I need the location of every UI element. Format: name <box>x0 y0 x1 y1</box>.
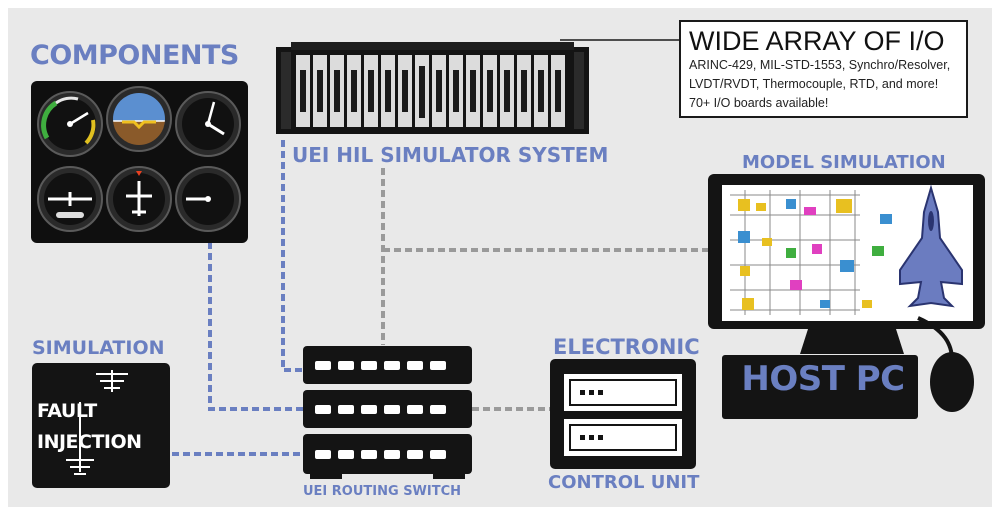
keyboard-icon <box>722 355 918 419</box>
fighter-jet-icon <box>899 184 963 308</box>
mouse-icon <box>930 352 974 412</box>
fault-injection-box <box>32 363 170 488</box>
fault-label-line: FAULT <box>37 400 97 422</box>
control-unit-title: CONTROL UNIT <box>548 472 700 493</box>
io-callout-line: 70+ I/O boards available! <box>689 96 829 110</box>
routing-switch-icon <box>303 346 472 479</box>
attitude-indicator-icon <box>106 86 172 152</box>
io-callout-line: LVDT/RVDT, Thermocouple, RTD, and more! <box>689 77 939 91</box>
hil-simulator-title: UEI HIL SIMULATOR SYSTEM <box>292 143 609 167</box>
io-connectors <box>300 66 561 118</box>
host-pc-title: HOST PC <box>741 359 905 399</box>
heading-indicator-icon <box>106 166 172 232</box>
hil-chassis-icon <box>276 42 589 134</box>
instrument-panel <box>31 81 248 243</box>
altimeter-icon <box>175 91 241 157</box>
electronic-title: ELECTRONIC <box>553 335 700 359</box>
io-callout-box: WIDE ARRAY OF I/O ARINC-429, MIL-STD-155… <box>679 20 968 118</box>
injection-label-line: INJECTION <box>37 431 142 453</box>
components-title: COMPONENTS <box>30 40 239 71</box>
monitor-stand-icon <box>800 329 904 354</box>
io-callout-line: ARINC-429, MIL-STD-1553, Synchro/Resolve… <box>689 58 951 72</box>
ground-symbol-icon <box>66 370 128 475</box>
fault-injection-label: FAULT INJECTION <box>37 396 142 458</box>
routing-switch-title: UEI ROUTING SWITCH <box>303 484 462 499</box>
airspeed-indicator-icon <box>37 91 103 157</box>
model-schematic-icon <box>730 190 860 315</box>
electronic-control-unit-icon <box>550 359 696 469</box>
model-simulation-title: MODEL SIMULATION <box>742 152 946 173</box>
turn-coordinator-icon <box>37 166 103 232</box>
schematic-blocks <box>738 199 892 310</box>
vertical-speed-indicator-icon <box>175 166 241 232</box>
simulation-title: SIMULATION <box>32 337 165 359</box>
host-pc-monitor-icon <box>708 174 985 419</box>
io-callout-title: WIDE ARRAY OF I/O <box>689 26 945 56</box>
line-hil-to-switch <box>281 140 303 372</box>
connector-lines <box>172 140 708 456</box>
line-components-to-switch <box>208 242 303 411</box>
